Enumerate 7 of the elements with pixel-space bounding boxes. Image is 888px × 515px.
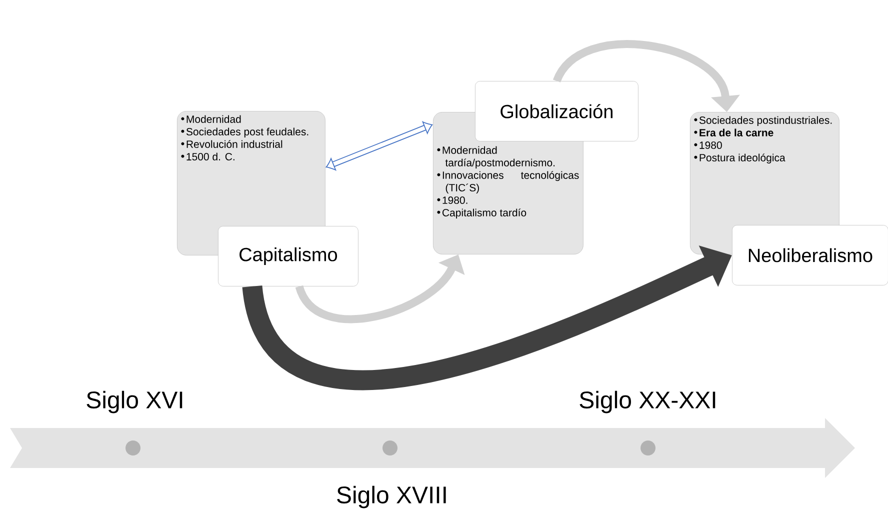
title-box: Globalización xyxy=(475,81,638,142)
title-box: Capitalismo xyxy=(218,226,358,286)
arrow xyxy=(326,121,433,170)
century-label: Siglo XX-XXI xyxy=(580,390,716,414)
title-box: Neoliberalismo xyxy=(732,225,888,286)
century-label: Siglo XVI xyxy=(86,390,182,414)
century-label: Siglo XVIII xyxy=(337,486,446,508)
